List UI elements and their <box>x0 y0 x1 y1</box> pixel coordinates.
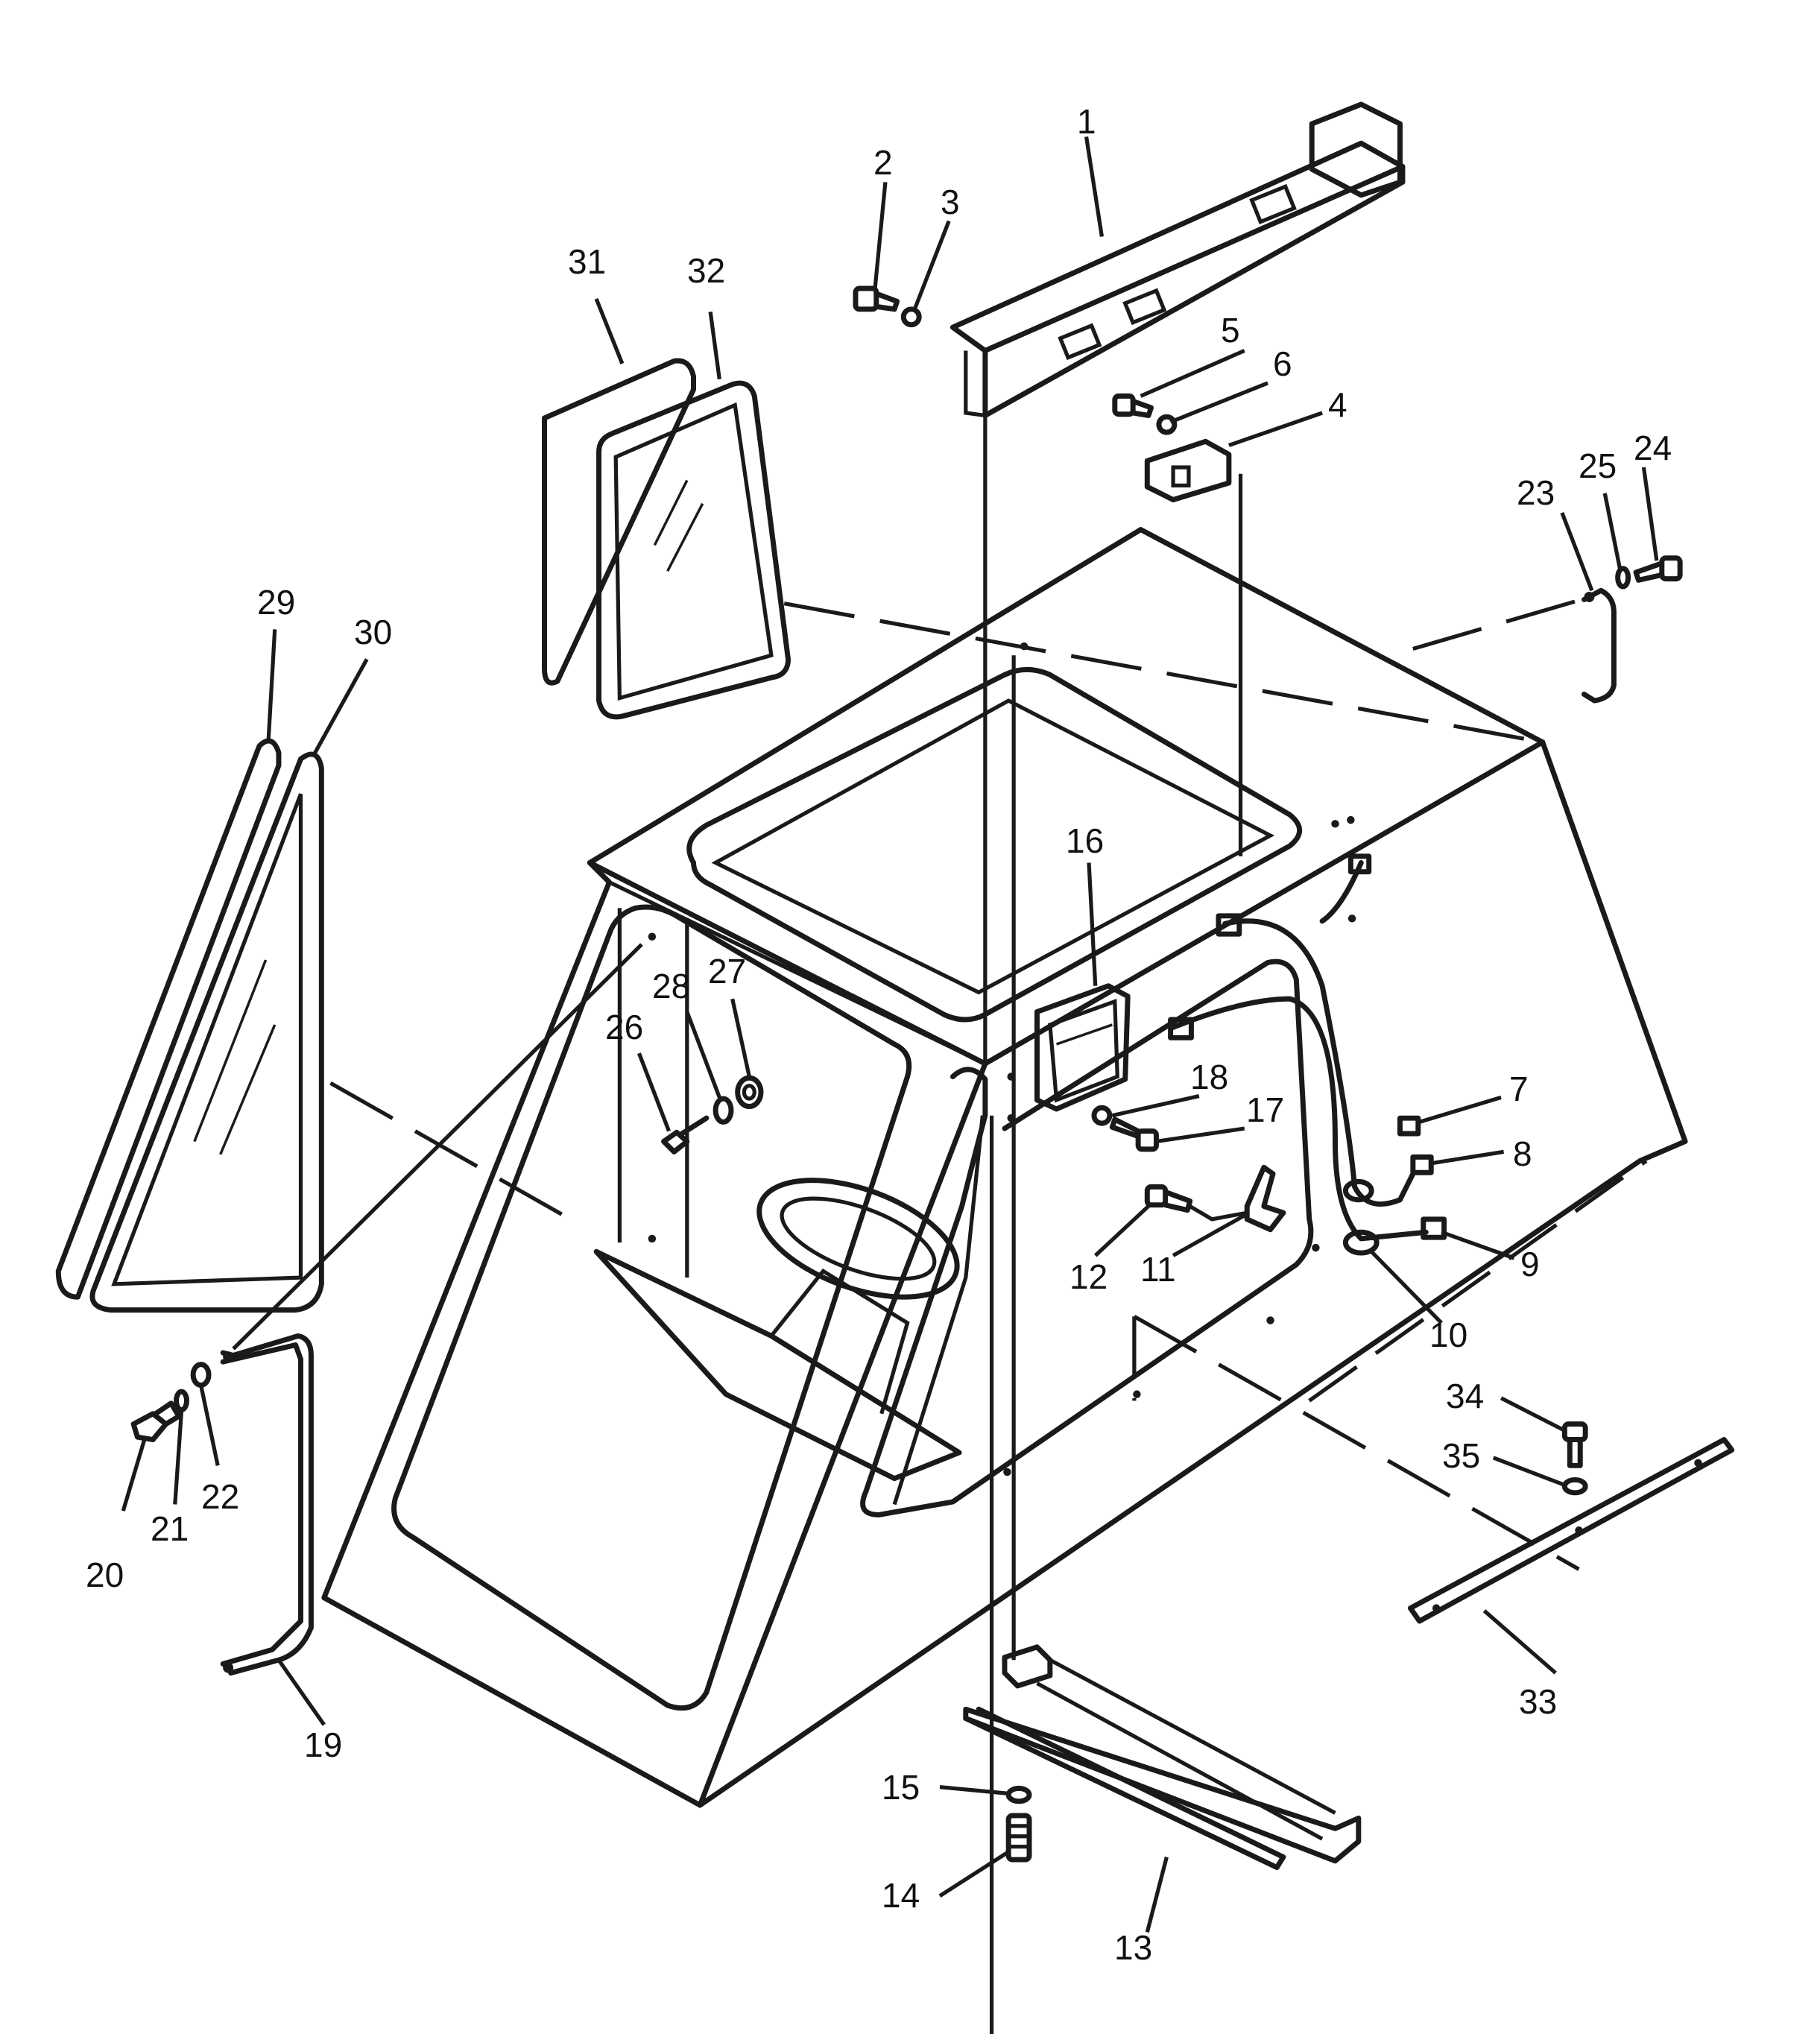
callout-9: 9 <box>1520 1245 1540 1283</box>
part-11-bracket <box>1244 1164 1286 1233</box>
callout-33: 33 <box>1519 1682 1558 1721</box>
callout-5: 5 <box>1221 311 1240 350</box>
callout-2: 2 <box>873 143 893 182</box>
callout-15: 15 <box>882 1768 920 1807</box>
part-4-lamp <box>1144 438 1232 502</box>
part-18-washer <box>1091 1105 1113 1126</box>
part-15-washer <box>1005 1785 1032 1804</box>
part-19-grab-handle <box>220 1333 314 1676</box>
callout-4: 4 <box>1328 385 1347 424</box>
part-14-bolt <box>1005 1813 1032 1863</box>
part-7-connector <box>1397 1115 1421 1137</box>
phantom-lines <box>329 597 1648 1571</box>
part-27-nut <box>735 1075 764 1109</box>
part-16-storage-pocket <box>1034 983 1131 1112</box>
part-25-washer <box>1615 566 1631 590</box>
part-24-bolt <box>1633 555 1683 583</box>
callout-3: 3 <box>941 183 960 221</box>
callout-12: 12 <box>1069 1257 1108 1296</box>
part-35-washer <box>1561 1476 1588 1496</box>
callout-29: 29 <box>257 583 296 622</box>
callout-19: 19 <box>304 1725 343 1764</box>
callout-7: 7 <box>1509 1070 1529 1108</box>
part-32-rear-window <box>596 380 791 720</box>
callout-28: 28 <box>652 967 691 1005</box>
callout-25: 25 <box>1579 446 1617 485</box>
part-connector-left <box>1168 1017 1194 1040</box>
part-31-window-seal <box>542 358 697 686</box>
wiring-harness <box>1168 853 1447 1256</box>
callout-16: 16 <box>1066 821 1105 860</box>
part-6-washer <box>1156 414 1178 435</box>
part-1-header-panel <box>950 101 1406 418</box>
part-22-washer <box>190 1362 212 1388</box>
part-23-handle <box>1581 587 1617 704</box>
callout-30: 30 <box>354 613 393 651</box>
part-21-washer <box>174 1389 189 1412</box>
part-10-grommet <box>1342 1229 1380 1256</box>
callout-35: 35 <box>1442 1436 1481 1475</box>
callout-21: 21 <box>151 1509 189 1548</box>
part-28-washer <box>712 1096 734 1125</box>
callout-13: 13 <box>1114 1928 1153 1967</box>
callout-18: 18 <box>1190 1058 1229 1096</box>
mounting-holes <box>648 642 1356 1476</box>
callout-20: 20 <box>86 1555 124 1594</box>
part-2-bolt <box>853 285 900 312</box>
part-3-washer <box>900 306 922 328</box>
callout-24: 24 <box>1634 429 1672 467</box>
callout-10: 10 <box>1429 1316 1468 1354</box>
callout-6: 6 <box>1273 344 1292 383</box>
part-34-bolt <box>1561 1421 1588 1468</box>
callout-32: 32 <box>687 251 726 290</box>
callout-14: 14 <box>882 1876 920 1915</box>
callout-8: 8 <box>1513 1134 1532 1173</box>
part-33-strip <box>1407 1437 1735 1624</box>
part-20-bolt <box>130 1400 182 1442</box>
part-13-bar <box>963 1644 1362 1870</box>
part-connector-top <box>1347 853 1372 875</box>
part-12-bolt <box>1144 1184 1248 1222</box>
callout-31: 31 <box>568 242 607 281</box>
callout-34: 34 <box>1446 1377 1485 1415</box>
callout-11: 11 <box>1140 1250 1176 1289</box>
leader-lines <box>121 136 1659 1933</box>
part-30-side-window <box>89 751 324 1313</box>
part-connector-upper <box>1216 913 1242 937</box>
callout-1: 1 <box>1077 102 1096 141</box>
callout-17: 17 <box>1246 1090 1285 1129</box>
callout-26: 26 <box>605 1008 644 1046</box>
part-26-stud <box>661 1115 710 1155</box>
part-17-bolt <box>1109 1117 1159 1152</box>
callout-23: 23 <box>1517 473 1555 512</box>
part-29-window-seal <box>55 738 282 1300</box>
cab-body <box>321 527 1688 2034</box>
part-5-bolt <box>1112 393 1154 418</box>
callout-27: 27 <box>708 952 747 991</box>
part-8-connector <box>1410 1154 1434 1175</box>
part-9-connector <box>1421 1216 1447 1240</box>
callout-22: 22 <box>201 1477 240 1516</box>
